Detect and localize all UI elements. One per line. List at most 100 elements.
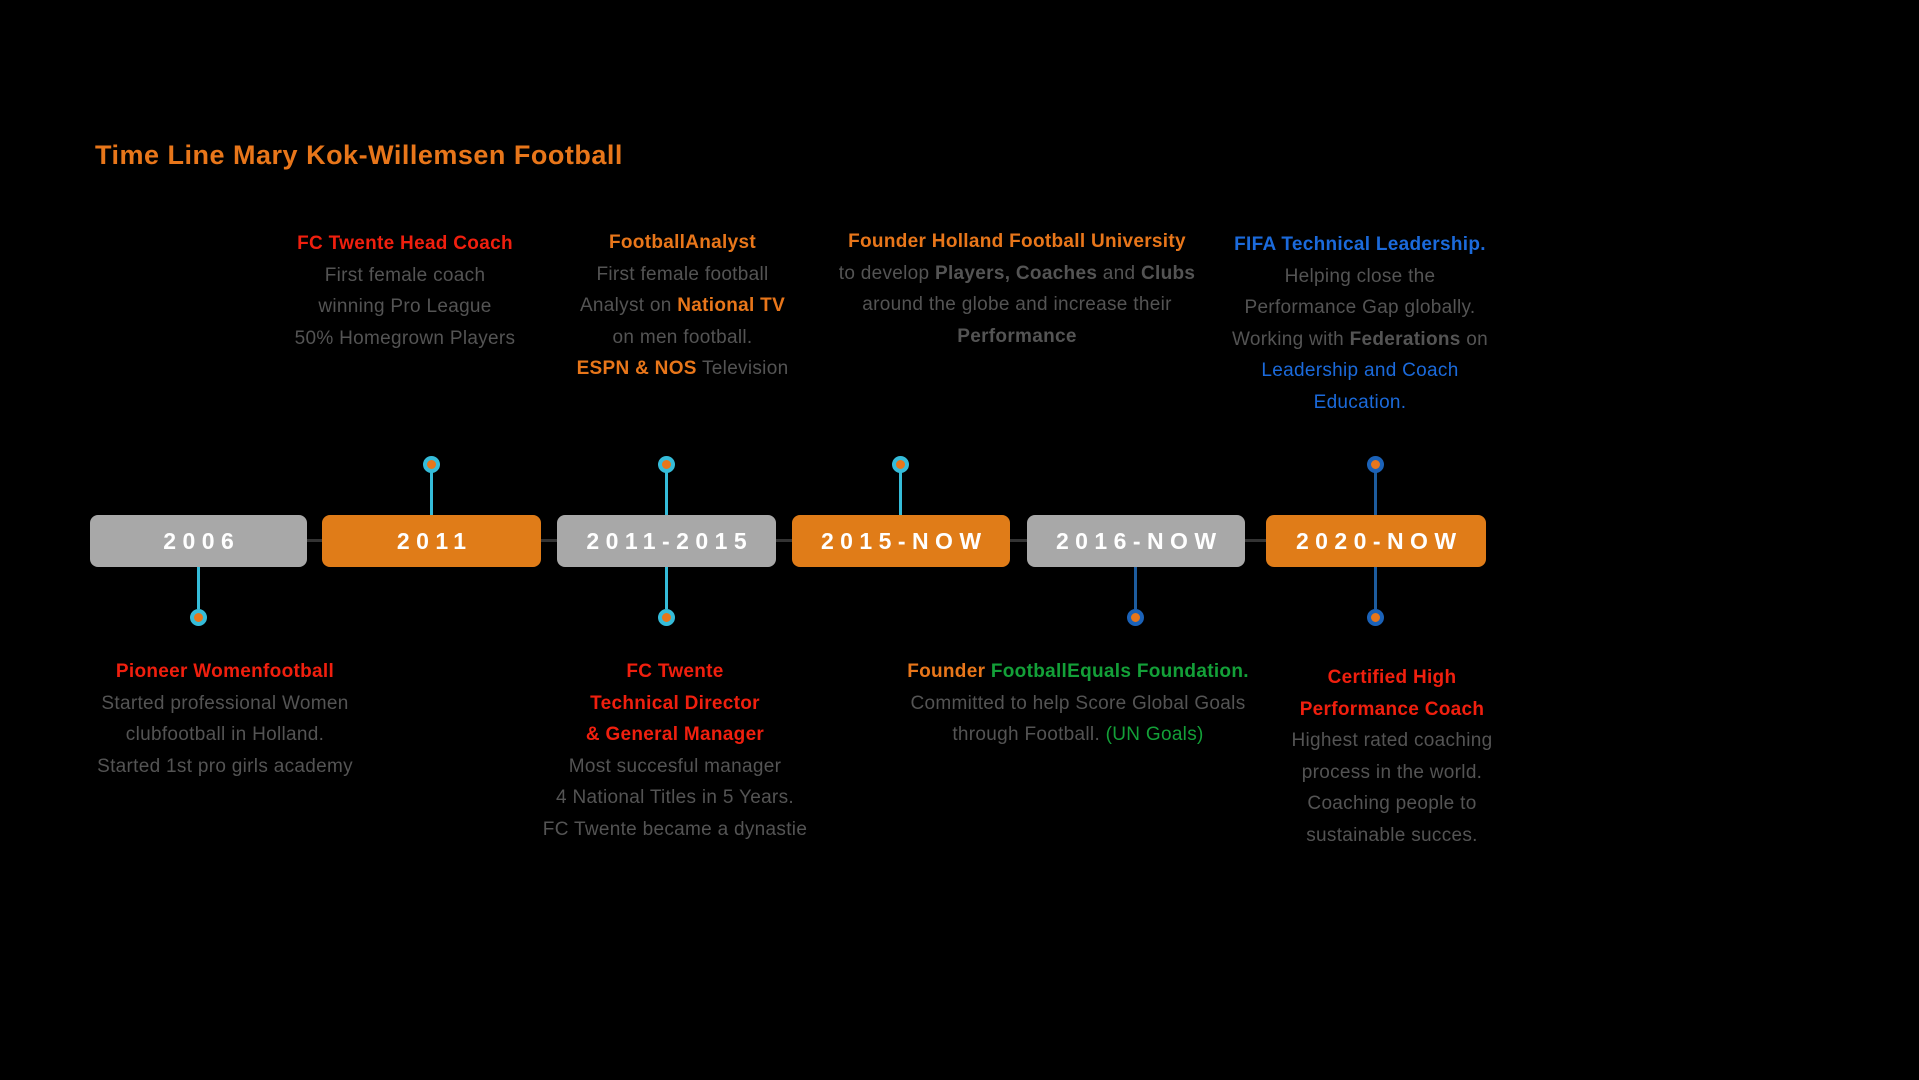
connector-dot-2020-now-top	[1367, 456, 1384, 473]
event-line: Started professional Women	[70, 688, 380, 720]
text-segment: winning Pro League	[318, 296, 492, 318]
text-segment: Clubs	[1140, 262, 1196, 284]
text-segment: Founder Holland Football University	[848, 231, 1186, 252]
text-segment: Television	[696, 358, 789, 380]
text-segment: Highest rated coaching	[1291, 730, 1493, 752]
text-segment: Technical Director	[590, 692, 760, 714]
connector-line-2015-now-top	[899, 471, 902, 515]
event-line: Leadership and Coach	[1205, 355, 1515, 387]
event-footballequals-foundation: Founder FootballEquals Foundation. Commit…	[883, 656, 1273, 751]
connector-dot-2020-now-bottom	[1367, 609, 1384, 626]
event-line: First female coach	[240, 260, 570, 292]
text-segment: Performance Coach	[1299, 698, 1485, 720]
text-segment: ESPN & NOS	[576, 358, 697, 380]
text-segment: Working with	[1232, 328, 1350, 350]
event-line: FIFA Technical Leadership.	[1205, 229, 1515, 261]
event-line: to develop Players, Coaches and Clubs	[828, 258, 1206, 290]
text-segment: Foundation.	[1136, 661, 1249, 682]
event-line: Helping close the	[1205, 261, 1515, 293]
event-line: 50% Homegrown Players	[240, 323, 570, 355]
event-line: Education.	[1205, 387, 1515, 419]
timeline-track	[198, 539, 1376, 542]
timeline-period-2011: 2011	[322, 515, 541, 567]
event-line: winning Pro League	[240, 291, 570, 323]
event-line: First female football	[520, 259, 845, 291]
text-segment: on	[1460, 328, 1488, 350]
event-line: Pioneer Womenfootball	[70, 656, 380, 688]
event-line: Founder Holland Football University	[828, 226, 1206, 258]
text-segment: FootballAnalyst	[608, 232, 756, 253]
event-line: Working with Federations on	[1205, 324, 1515, 356]
text-segment: Started 1st pro girls academy	[97, 755, 353, 777]
event-fifa-technical-leadership: FIFA Technical Leadership. Helping close …	[1205, 229, 1515, 419]
connector-dot-2016-now-bottom	[1127, 609, 1144, 626]
event-line: ESPN & NOS Television	[520, 353, 845, 385]
text-segment: Coaches	[1015, 262, 1098, 284]
text-segment: Players,	[935, 262, 1011, 284]
event-line: Technical Director	[515, 688, 835, 720]
text-segment: FC Twente became a dynastie	[542, 818, 808, 840]
text-segment: FIFA Technical Leadership.	[1234, 234, 1486, 255]
text-segment: around the globe and increase their	[862, 294, 1172, 316]
event-line: FootballAnalyst	[520, 227, 845, 259]
text-segment: Founder	[907, 661, 991, 682]
text-segment: Started professional Women	[101, 692, 349, 714]
text-segment: on men football.	[612, 326, 753, 348]
text-segment: FootballEquals	[990, 661, 1137, 682]
event-line: Performance	[828, 321, 1206, 353]
text-segment: 4 National Titles in 5 Years.	[556, 787, 794, 809]
event-line: & General Manager	[515, 719, 835, 751]
text-segment: Performance	[957, 325, 1077, 347]
event-line: Certified High	[1237, 662, 1547, 694]
text-segment: 50% Homegrown Players	[294, 327, 516, 349]
period-label: 2015-NOW	[820, 527, 988, 554]
text-segment: clubfootball in Holland.	[125, 724, 325, 746]
text-segment: Committed to help Score Global Goals	[910, 692, 1246, 714]
connector-line-2011-2015-bottom	[665, 567, 668, 609]
connector-line-2016-now-bottom	[1134, 567, 1137, 609]
text-segment: Pioneer Womenfootball	[115, 661, 335, 682]
text-segment: Certified High	[1327, 667, 1457, 688]
text-segment: process in the world.	[1301, 761, 1483, 783]
timeline-period-2011-2015: 2011-2015	[557, 515, 776, 567]
page-title: Time Line Mary Kok-Willemsen Football	[95, 140, 623, 170]
event-line: Performance Gap globally.	[1205, 292, 1515, 324]
event-line: on men football.	[520, 322, 845, 354]
connector-line-2020-now-top	[1374, 471, 1377, 515]
connector-dot-2015-now-top	[892, 456, 909, 473]
event-line: around the globe and increase their	[828, 289, 1206, 321]
event-line: 4 National Titles in 5 Years.	[515, 782, 835, 814]
event-holland-football-university: Founder Holland Football University to de…	[828, 226, 1206, 352]
event-line: clubfootball in Holland.	[70, 719, 380, 751]
text-segment: Leadership and Coach	[1261, 360, 1459, 382]
text-segment: Analyst on	[579, 295, 678, 317]
period-label: 2006	[163, 527, 241, 554]
text-segment: sustainable succes.	[1306, 824, 1478, 846]
event-line: through Football. (UN Goals)	[883, 719, 1273, 751]
text-segment: Federations	[1349, 328, 1461, 350]
timeline-period-2016-now: 2016-NOW	[1027, 515, 1245, 567]
text-segment: First female football	[596, 263, 769, 285]
text-segment: through Football.	[952, 724, 1106, 746]
period-label: 2011-2015	[586, 527, 754, 554]
event-line: Performance Coach	[1237, 694, 1547, 726]
connector-line-2011-2015-top	[665, 471, 668, 515]
event-line: FC Twente	[515, 656, 835, 688]
text-segment: National TV	[677, 295, 786, 317]
event-line: process in the world.	[1237, 757, 1547, 789]
text-segment: and	[1097, 262, 1141, 284]
event-line: Founder FootballEquals Foundation.	[883, 656, 1273, 688]
timeline-period-2020-now: 2020-NOW	[1266, 515, 1486, 567]
timeline-period-2006: 2006	[90, 515, 307, 567]
connector-line-2011-top	[430, 471, 433, 515]
text-segment: Most succesful manager	[568, 755, 782, 777]
text-segment: First female coach	[324, 264, 486, 286]
text-segment: Helping close the	[1284, 265, 1436, 287]
event-line: FC Twente became a dynastie	[515, 814, 835, 846]
event-line: Committed to help Score Global Goals	[883, 688, 1273, 720]
